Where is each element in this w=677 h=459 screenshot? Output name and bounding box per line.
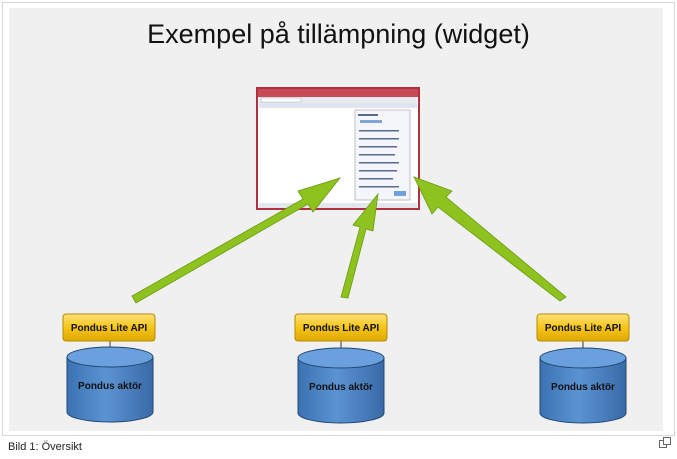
db-label-1: Pondus aktör (78, 381, 142, 392)
arrow-left (131, 177, 342, 304)
node-1: Pondus Lite API Pondus aktör (62, 313, 156, 423)
api-label-1: Pondus Lite API (71, 323, 148, 334)
db-label-2: Pondus aktör (309, 382, 373, 393)
slide-title: Exempel på tillämpning (widget) (147, 19, 530, 49)
api-box-1 (62, 313, 156, 342)
db-cylinder-2 (297, 357, 385, 424)
api-box-2 (294, 313, 388, 342)
enlarge-icon[interactable] (659, 437, 671, 448)
node-2: Pondus Lite API Pondus aktör (294, 313, 388, 424)
api-box-3 (536, 313, 630, 342)
db-cylinder-1 (66, 356, 154, 423)
arrow-center (340, 192, 379, 299)
api-label-2: Pondus Lite API (303, 323, 380, 334)
node-3: Pondus Lite API Pondus aktör (536, 313, 630, 424)
widget-screenshot (256, 87, 420, 210)
db-label-3: Pondus aktör (551, 382, 615, 393)
arrows (131, 176, 567, 304)
figure-caption: Bild 1: Översikt (8, 441, 82, 453)
db-cylinder-3 (539, 357, 627, 424)
arrow-right (413, 176, 567, 302)
api-label-3: Pondus Lite API (545, 323, 622, 334)
